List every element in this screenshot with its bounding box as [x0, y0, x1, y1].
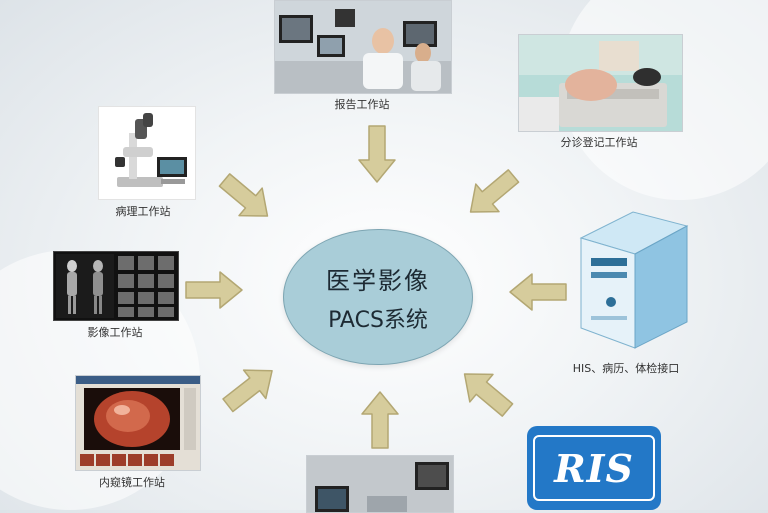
pathology-workstation-label: 病理工作站 — [115, 205, 171, 218]
arrow-from-registration — [458, 161, 526, 227]
imaging-workstation-label: 影像工作站 — [87, 326, 143, 339]
microscope-photo — [98, 106, 196, 200]
report-workstation-label: 报告工作站 — [334, 98, 390, 111]
registration-workstation-photo — [518, 34, 683, 132]
report-workstation-photo — [274, 0, 452, 94]
server-icon — [575, 206, 693, 352]
workstation-monitors-photo — [306, 455, 454, 513]
endoscope-workstation-label: 内窥镜工作站 — [99, 476, 165, 489]
arrow-from-his — [509, 273, 567, 311]
arrow-from-pathology — [212, 165, 280, 231]
ris-logo: RIS — [527, 426, 661, 510]
registration-workstation-label: 分诊登记工作站 — [560, 136, 638, 149]
arrow-from-ris — [452, 359, 520, 425]
ris-logo-frame: RIS — [533, 435, 655, 501]
arrow-from-imaging — [185, 271, 243, 309]
his-interface-label: HIS、病历、体检接口 — [572, 362, 680, 375]
pacs-center-node: 医学影像 PACS系统 — [283, 229, 473, 365]
arrow-from-bottom — [361, 391, 399, 449]
ris-logo-text: RIS — [554, 445, 634, 491]
endoscope-workstation-photo — [75, 375, 201, 471]
center-title-line2: PACS系统 — [328, 307, 428, 333]
center-title-line1: 医学影像 — [326, 266, 430, 295]
imaging-workstation-photo — [53, 251, 179, 321]
arrow-from-report — [358, 125, 396, 183]
arrow-from-endoscope — [216, 355, 284, 421]
